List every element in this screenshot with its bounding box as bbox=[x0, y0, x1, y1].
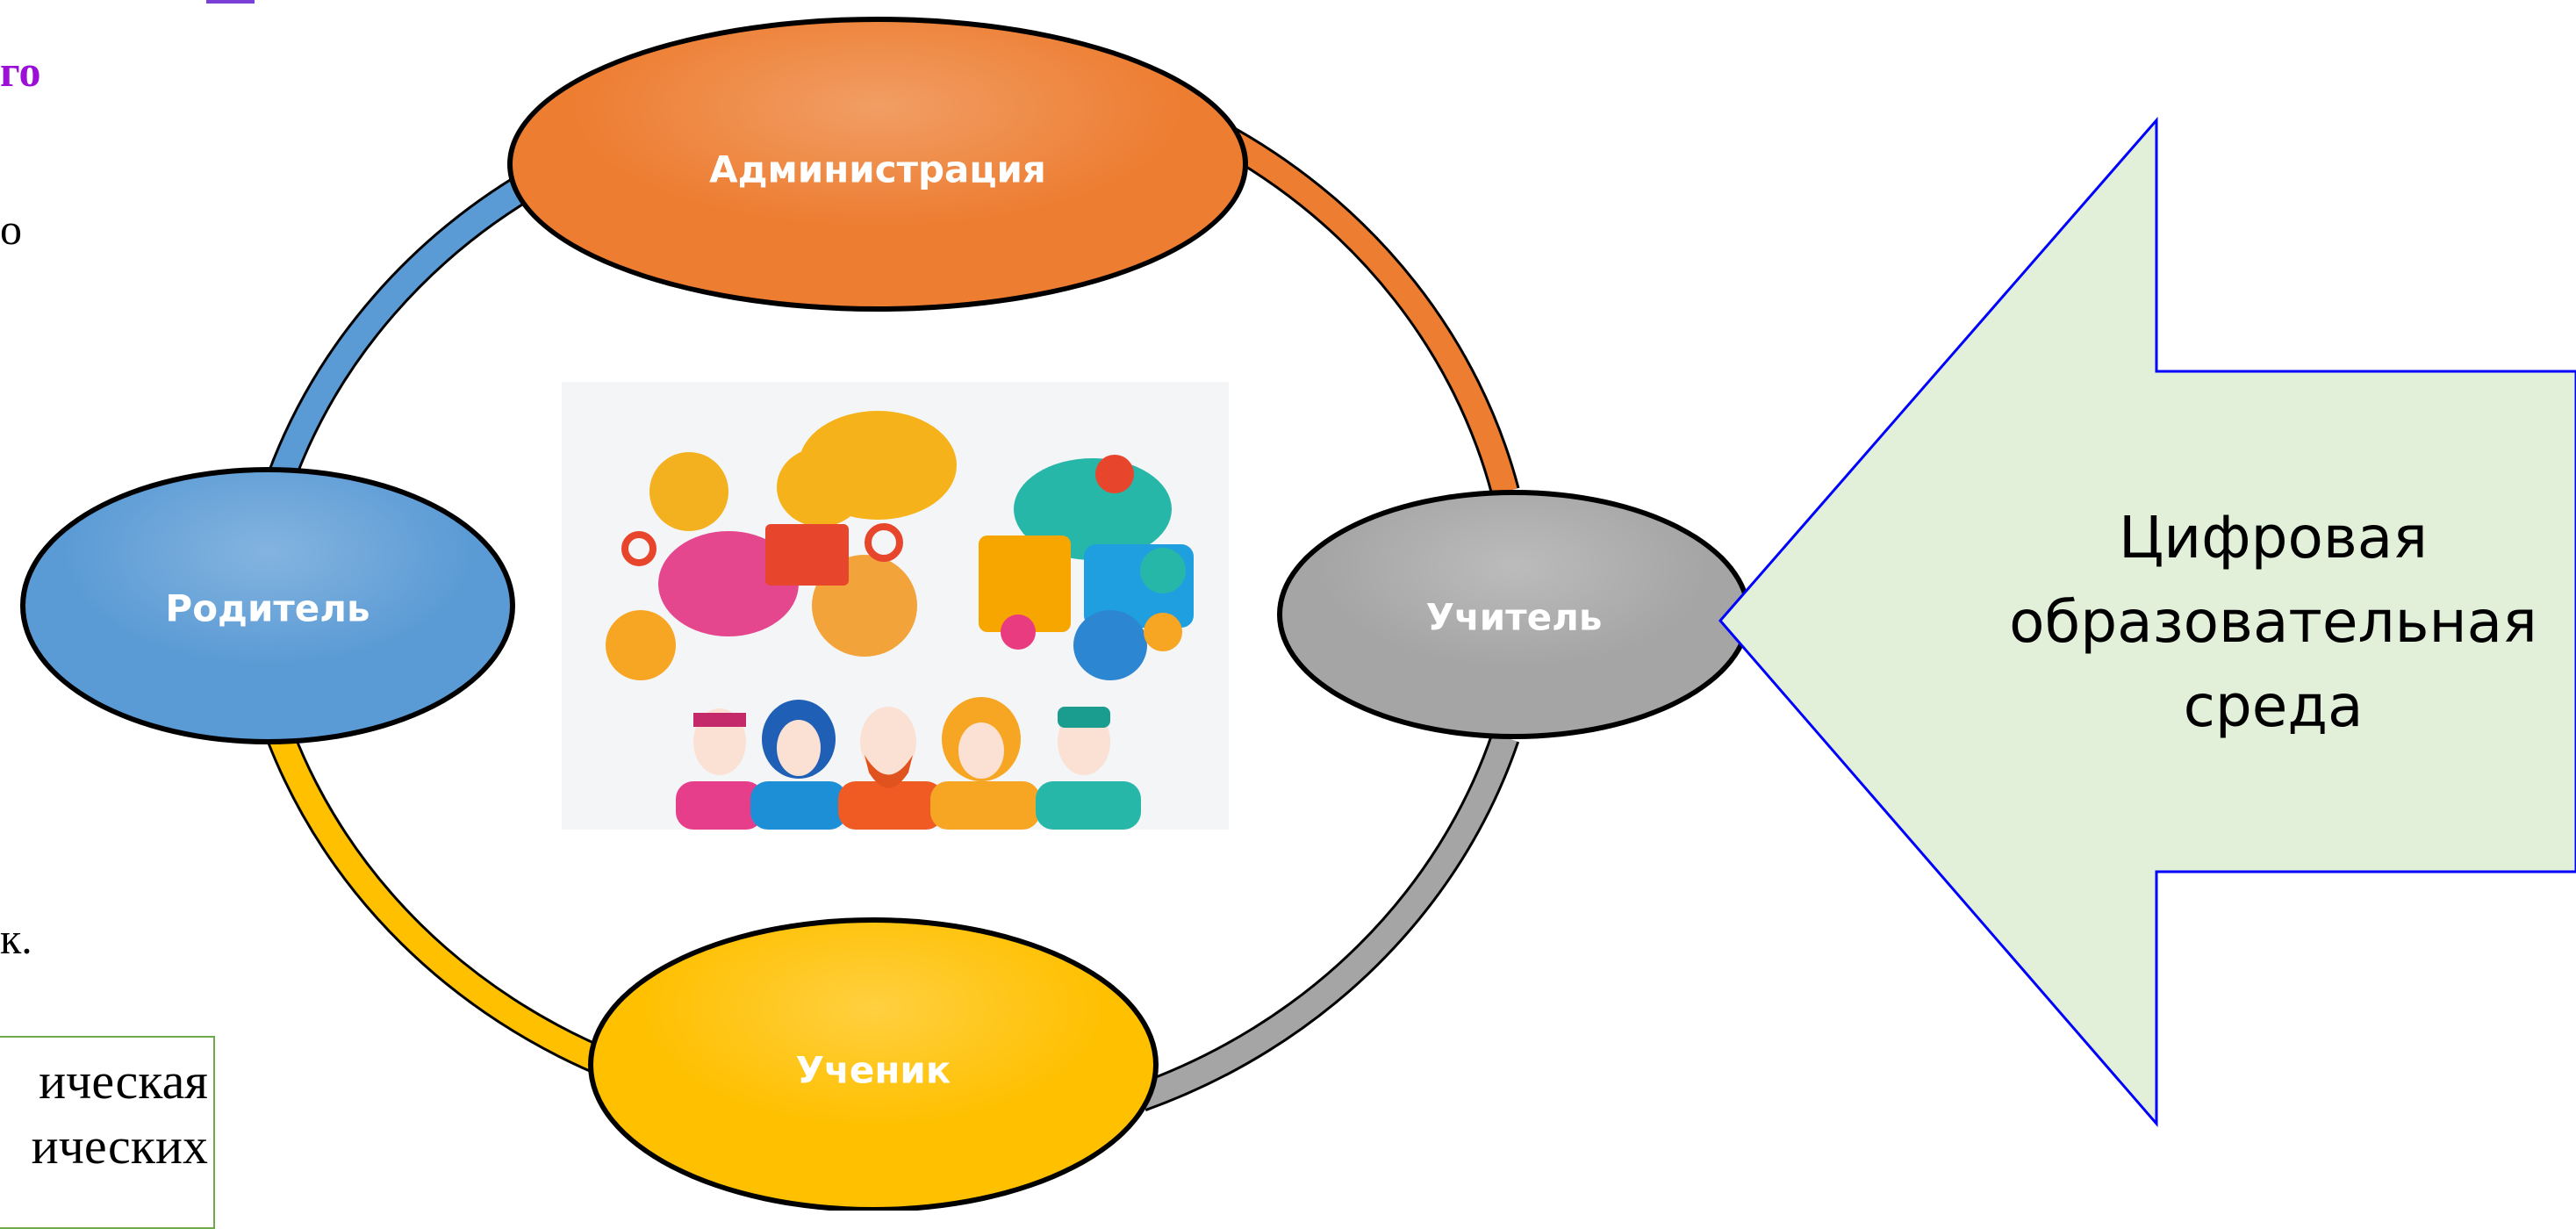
purple-title-fragment-bar bbox=[206, 0, 255, 4]
node-teacher-label: Учитель bbox=[1426, 596, 1603, 639]
cut-off-text-fragment-2: к. bbox=[0, 914, 32, 963]
node-teacher: Учитель bbox=[1277, 490, 1751, 739]
arrow-caption-line-3: среда bbox=[2183, 672, 2364, 740]
node-administration-label: Администрация bbox=[709, 148, 1046, 191]
boxed-text-line-2: ических bbox=[31, 1118, 208, 1175]
arrow-caption-line-2: образовательная bbox=[2009, 588, 2537, 656]
ring-arc-admin-to-teacher bbox=[1221, 127, 1520, 496]
arrow-caption-line-1: Цифровая bbox=[2119, 504, 2428, 571]
cut-off-heading-fragment: го bbox=[0, 47, 41, 96]
arrow-caption: Цифровая образовательная среда bbox=[1992, 496, 2554, 749]
cut-off-text-fragment-1: о bbox=[0, 205, 22, 254]
ring-arc-parent-to-admin bbox=[267, 162, 552, 484]
digital-environment-arrow bbox=[1719, 116, 2576, 1128]
people-silhouettes bbox=[676, 697, 1141, 830]
boxed-text-line-1: ическая bbox=[39, 1053, 208, 1110]
ring-arcs bbox=[267, 127, 1520, 1111]
social-network-illustration bbox=[562, 382, 1229, 830]
node-administration: Администрация bbox=[507, 17, 1248, 312]
node-parent: Родитель bbox=[20, 467, 515, 744]
node-student: Ученик bbox=[588, 917, 1159, 1211]
node-parent-label: Родитель bbox=[165, 587, 370, 630]
node-student-label: Ученик bbox=[796, 1049, 951, 1092]
